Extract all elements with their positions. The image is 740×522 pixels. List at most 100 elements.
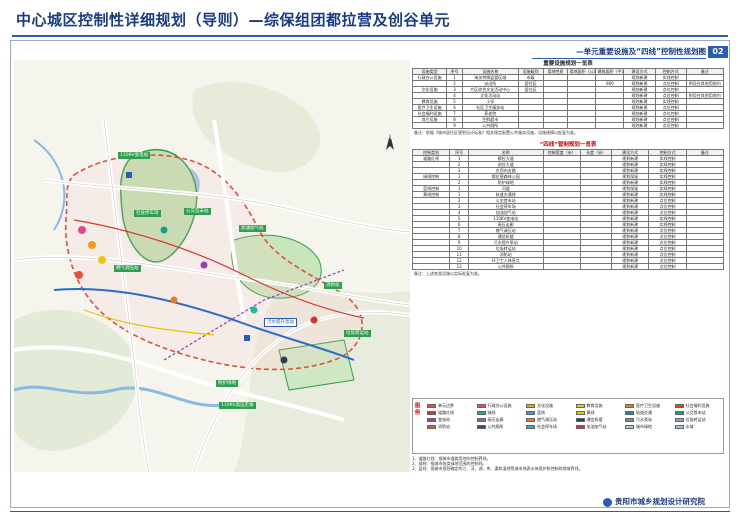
terrain-area: [14, 309, 139, 451]
table-cell: 公共厕所: [467, 263, 544, 270]
legend-swatch: [476, 403, 486, 408]
legend-item: 行政办公设施: [476, 402, 524, 409]
table-header: 控制宽度（米）: [542, 149, 581, 156]
map-label: 垃圾转运站: [344, 330, 371, 337]
legend-label: 绿线: [487, 409, 496, 415]
legend-item: 轨道交通: [625, 409, 672, 416]
table2-caption: “四线”管制规划一览表: [539, 142, 597, 148]
table-cell: [685, 122, 724, 129]
north-arrow-icon: N: [381, 132, 399, 154]
legend-item: 文化设施: [526, 402, 573, 409]
footer-line: [10, 511, 730, 512]
legend-label: 单元边界: [438, 402, 454, 408]
map-label: 社会停车场: [134, 210, 161, 217]
terrain-area: [192, 81, 321, 172]
legend-label: 通信机楼: [586, 416, 603, 422]
legend-swatch: [526, 403, 535, 408]
legend-grid: 单元边界行政办公设施文化设施教育设施医疗卫生设施社会福利设施道路红线绿线蓝线黄线…: [427, 402, 721, 450]
legend-item: 变电站: [427, 416, 474, 423]
map-label: 公交首末站: [184, 208, 211, 215]
legend-label: 高压走廊: [487, 416, 504, 422]
legend-swatch: [427, 403, 436, 408]
institute-name: 贵阳市城乡规划设计研究院: [615, 497, 705, 506]
legend-swatch: [427, 410, 436, 415]
legend-swatch: [575, 410, 585, 415]
table-cell: 点位控制: [648, 263, 687, 270]
table-cell: [579, 263, 613, 270]
legend-swatch: [674, 410, 684, 415]
legend-swatch: [625, 410, 634, 415]
legend-item: 水域: [674, 423, 722, 430]
facility-table: 设施类型 序号 设施名称 设施级别 用地性质 用地面积（公顷） 建筑面积（平方米…: [412, 68, 724, 129]
legend-item: 绿线: [476, 409, 524, 416]
legend-label: 城市绿地: [636, 423, 652, 429]
tables-panel: 重要设施规划一览表 设施类型 序号 设施名称 设施级别 用地性质 用地面积（公顷…: [412, 60, 724, 380]
legend-label: 消防站: [438, 423, 450, 429]
legend-swatch: [476, 424, 486, 429]
table-header: 建筑面积（平方米）: [595, 68, 625, 75]
sheet-header-line: [532, 58, 706, 59]
map-label: 污水提升泵站: [264, 318, 297, 327]
legend-item: 道路红线: [427, 409, 474, 416]
institute-logo-icon: [603, 497, 612, 507]
table-header-row: 设施类型 序号 设施名称 设施级别 用地性质 用地面积（公顷） 建筑面积（平方米…: [412, 68, 724, 75]
four-lines-table: 控制类别 序号 名称 控制宽度（米） 长度（米） 建设方式 控制方式 备注 道路…: [412, 149, 724, 270]
planning-map[interactable]: 110KV变电站 社会停车场 公交首末站 加油加气站 燃气调压站 消防站 污水提…: [14, 60, 410, 472]
legend-label: 垃圾转运站: [685, 416, 706, 422]
legend-swatch: [674, 417, 684, 422]
legend-label: 水域: [685, 423, 694, 429]
map-label: 燃气调压站: [114, 265, 141, 272]
green-zone: [231, 234, 322, 299]
table-cell: 公共厕所: [461, 122, 519, 129]
table-cell: 点位控制: [654, 122, 687, 129]
table1-note: 备注：依据《城市居住区规划设计标准》相关规定配置公共服务设施，设施规模以批复为准…: [414, 130, 578, 135]
legend-label: 蓝线: [537, 409, 545, 415]
svg-text:N: N: [388, 135, 392, 141]
legend-item: 公交首末站: [674, 409, 722, 416]
legend-item: 黄线: [575, 409, 623, 416]
legend-swatch: [526, 417, 535, 422]
table-cell: 规划新建: [623, 122, 656, 129]
legend-item: 污水泵站: [625, 416, 672, 423]
table-cell: 片区综合文化活动中心: [461, 86, 519, 93]
map-label: 加油加气站: [239, 225, 266, 232]
map-legend: 图例 单元边界行政办公设施文化设施教育设施医疗卫生设施社会福利设施道路红线绿线蓝…: [412, 398, 724, 454]
legend-swatch: [575, 424, 585, 429]
table-cell: [567, 122, 597, 129]
legend-item: 蓝线: [526, 409, 573, 416]
legend-swatch: [476, 410, 486, 415]
map-label: 防护绿地: [216, 380, 238, 387]
table-header: 用地面积（公顷）: [567, 68, 597, 75]
legend-item: 燃气调压站: [526, 416, 573, 423]
legend-label: 黄线: [586, 409, 595, 415]
legend-swatch: [674, 424, 684, 429]
table-cell: 13: [449, 263, 469, 270]
explanatory-notes: 1、道路红线：指城市道路用地的控制界线。 2、绿线：指城市各类绿地范围的控制线。…: [412, 456, 724, 472]
legend-item: 公共厕所: [476, 423, 524, 430]
table-cell: 附设在其他用地内: [685, 92, 724, 99]
table-cell: [542, 122, 569, 129]
table-cell: 医疗卫生设施: [412, 104, 448, 111]
institute-credit: 贵阳市城乡规划设计研究院: [603, 496, 705, 507]
table-cell: 9: [446, 122, 463, 129]
legend-item: 城市绿地: [625, 423, 672, 430]
legend-swatch: [526, 424, 535, 429]
map-label: 110KV变电站: [118, 152, 151, 159]
legend-item: 高压走廊: [476, 416, 524, 423]
table-cell: [517, 122, 544, 129]
legend-swatch: [427, 417, 436, 422]
legend-label: 医疗卫生设施: [636, 402, 660, 408]
facility-markers: [75, 172, 318, 364]
map-label: 110KV高压走廊: [219, 402, 256, 409]
sheet-title: —单元重要设施及“四线”控制性规划图: [576, 47, 706, 56]
legend-swatch: [575, 403, 585, 408]
legend-label: 公交首末站: [685, 409, 706, 415]
legend-label: 社会福利设施: [685, 402, 710, 408]
sheet-number: 02: [708, 46, 728, 58]
legend-swatch: [526, 410, 535, 415]
